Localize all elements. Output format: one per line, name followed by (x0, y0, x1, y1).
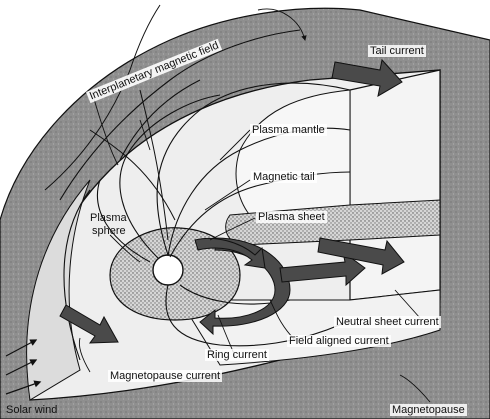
label-neutral-sheet-current: Neutral sheet current (334, 316, 441, 328)
label-magnetopause-current: Magnetopause current (108, 370, 222, 382)
label-magnetopause: Magnetopause (390, 404, 467, 416)
label-tail-current: Tail current (368, 45, 426, 57)
label-plasma-sheet: Plasma sheet (256, 211, 327, 223)
label-field-aligned-current: Field aligned current (287, 335, 391, 347)
earth (153, 255, 183, 285)
label-plasma-mantle: Plasma mantle (250, 124, 327, 136)
label-plasma: Plasma (88, 212, 129, 224)
label-solar-wind: Solar wind (4, 404, 59, 416)
label-ring-current: Ring current (205, 349, 269, 361)
label-sphere: sphere (90, 225, 128, 237)
label-magnetic-tail: Magnetic tail (251, 171, 317, 183)
